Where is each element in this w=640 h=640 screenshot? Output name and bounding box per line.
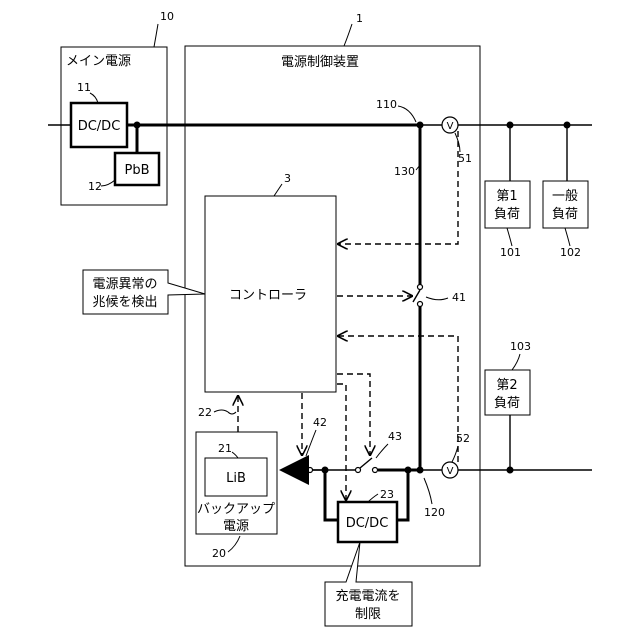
ref-21: 21	[218, 442, 232, 455]
ref-43: 43	[388, 430, 402, 443]
callout-charge-line2: 制限	[355, 607, 381, 622]
ref-12: 12	[88, 180, 102, 193]
ref-110: 110	[376, 98, 397, 111]
ref-11: 11	[77, 81, 91, 94]
main-power-title: メイン電源	[66, 54, 131, 69]
ref-10: 10	[160, 10, 174, 23]
callout-charge-line1: 充電電流を	[335, 588, 400, 604]
lib-label: LiB	[226, 471, 246, 486]
general-load-line1: 一般	[552, 188, 578, 204]
sensor-52-symbol: V	[447, 466, 454, 477]
backup-line1: バックアップ	[197, 502, 275, 517]
ref-130: 130	[394, 165, 415, 178]
backup-line2: 電源	[223, 519, 249, 534]
ref-102: 102	[560, 246, 581, 259]
ref-20: 20	[212, 547, 226, 560]
ref-51: 51	[458, 152, 472, 165]
load-2: 第2 負荷 103	[485, 340, 531, 415]
device-title: 電源制御装置	[281, 55, 359, 70]
load-2-line1: 第2	[496, 378, 517, 393]
callout-abnormal-line1: 電源異常の	[92, 277, 157, 292]
ref-101: 101	[500, 246, 521, 259]
ref-120: 120	[424, 506, 445, 519]
load-2-line2: 負荷	[494, 396, 520, 411]
callout-abnormal-line2: 兆候を検出	[92, 295, 157, 310]
load-1: 第1 負荷 101	[485, 181, 530, 259]
pbb-label: PbB	[124, 163, 149, 178]
controller: コントローラ 3	[205, 172, 336, 392]
sensor-51-symbol: V	[447, 121, 454, 132]
ref-23: 23	[380, 488, 394, 501]
ref-103: 103	[510, 340, 531, 353]
load-1-line1: 第1	[496, 189, 517, 204]
controller-label: コントローラ	[229, 288, 307, 303]
general-load-line2: 負荷	[552, 207, 578, 222]
ref-22: 22	[198, 406, 212, 419]
ref-3: 3	[284, 172, 291, 185]
dcdc23-label: DC/DC	[346, 516, 389, 531]
load-1-line2: 負荷	[494, 207, 520, 222]
ref-1: 1	[356, 12, 363, 25]
ref-41: 41	[452, 291, 466, 304]
main-dcdc-label: DC/DC	[78, 119, 121, 134]
ref-42: 42	[313, 416, 327, 429]
general-load: 一般 負荷 102	[543, 181, 588, 259]
